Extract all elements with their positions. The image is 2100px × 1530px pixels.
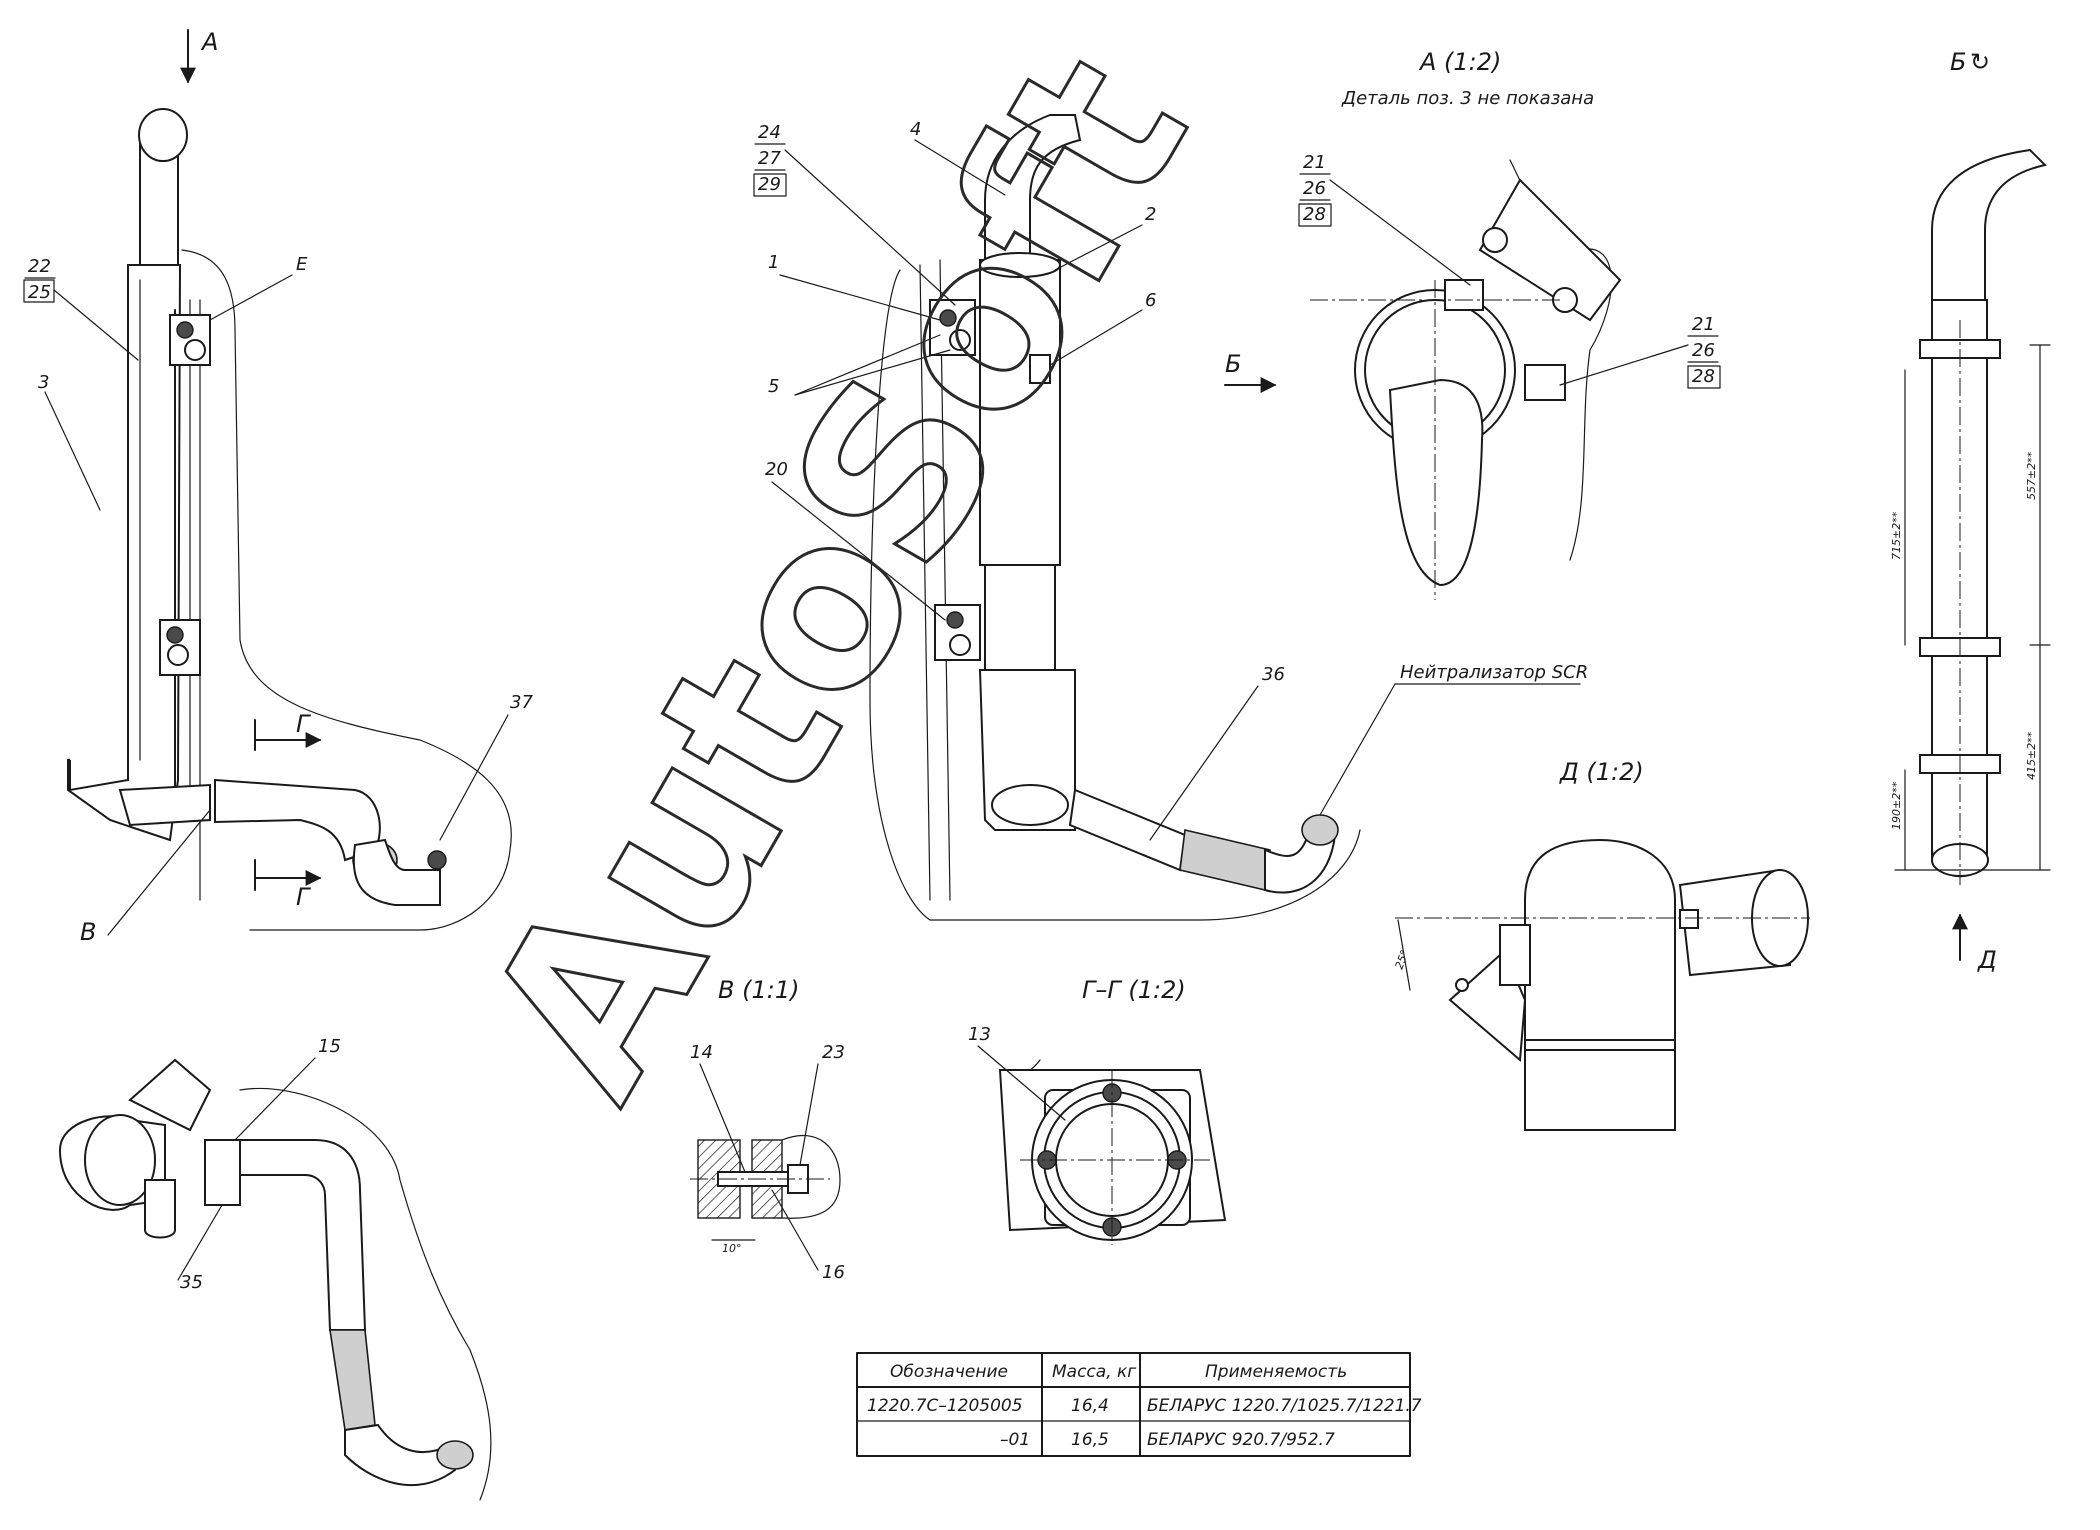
dim-415: 415±2** [2025,731,2038,780]
view-v-detail: В (1:1) 10° 14 23 16 [690,976,845,1283]
callout-21-top: 21 [1303,152,1326,173]
svg-text:↻: ↻ [1970,48,1990,76]
clamp-center-lower [934,604,981,661]
callout-1: 1 [768,252,779,273]
view-a-title: А (1:2) [1418,48,1501,76]
callout-3: 3 [38,372,49,393]
view-g-section: Г–Г (1:2) 13 [968,976,1227,1245]
table-header-mass: Масса, кг [1052,1362,1136,1382]
callout-29: 29 [758,174,781,195]
clamp-upper [169,314,211,366]
table-cell-r2-mass: 16,5 [1071,1430,1109,1450]
bottom-left-view: 15 35 [58,1036,492,1501]
callout-28-top: 28 [1303,204,1326,225]
view-a-detail: А (1:2) Деталь поз. 3 не показана Б 21 2… [1224,48,1721,600]
table-header-applicability: Применяемость [1205,1362,1347,1382]
callout-25: 25 [28,282,51,303]
callout-35: 35 [180,1272,203,1293]
view-d-detail: Д (1:2) 25° [1393,758,1810,1131]
callout-24: 24 [758,122,781,143]
callout-scr: Нейтрализатор SCR [1400,662,1588,683]
view-b-title: Б [1950,48,1966,76]
callout-e: Е [296,254,308,275]
callout-13: 13 [968,1024,991,1045]
callout-2: 2 [1145,204,1156,225]
main-view-center: 24 27 29 4 2 1 6 5 20 36 Нейтрализатор S… [753,114,1588,921]
callout-22: 22 [28,256,51,277]
callout-27: 27 [758,148,781,169]
table-cell-r1-applicability: БЕЛАРУС 1220.7/1025.7/1221.7 [1147,1396,1422,1416]
view-v-title: В (1:1) [718,976,799,1004]
angle-25: 25° [1393,948,1412,971]
callout-21-right: 21 [1692,314,1715,335]
spec-table: Обозначение Масса, кг Применяемость 1220… [856,1352,1422,1457]
marker-g-bottom: Г [296,883,311,911]
callout-37: 37 [510,692,533,713]
main-view-left: А Г Г [23,28,533,946]
view-d-title: Д (1:2) [1559,758,1644,786]
callout-5: 5 [768,376,779,397]
marker-b: Б [1225,350,1241,378]
angle-10: 10° [722,1242,742,1255]
table-cell-r1-designation: 1220.7С–1205005 [867,1396,1023,1416]
marker-a: А [200,28,218,56]
dim-715: 715±2** [1890,511,1903,560]
dim-557: 557±2** [2025,451,2038,500]
view-b: Б ↻ 557±2** 715±2** 415±2** 190±2** Д [1890,48,2051,974]
callout-14: 14 [690,1042,713,1063]
table-header-designation: Обозначение [890,1362,1008,1382]
callout-6: 6 [1145,290,1156,311]
table-cell-r1-mass: 16,4 [1071,1396,1109,1416]
marker-d: Д [1977,946,1997,974]
dim-190: 190±2** [1890,781,1903,830]
callout-26-right: 26 [1692,340,1715,361]
callout-28-right: 28 [1692,366,1715,387]
watermark: AutoSoft [436,14,1239,1138]
callout-16: 16 [822,1262,845,1283]
callout-15: 15 [318,1036,341,1057]
callout-4: 4 [910,119,921,140]
callout-36: 36 [1262,664,1285,685]
table-cell-r2-designation: –01 [1000,1430,1030,1450]
callout-20: 20 [765,459,788,480]
table-cell-r2-applicability: БЕЛАРУС 920.7/952.7 [1147,1430,1335,1450]
view-g-title: Г–Г (1:2) [1082,976,1186,1004]
callout-26-top: 26 [1303,178,1326,199]
marker-g-top: Г [296,710,311,738]
clamp-center-upper [929,299,976,356]
callout-v: В [80,918,96,946]
clamp-lower [159,619,201,676]
view-a-note: Деталь поз. 3 не показана [1341,88,1594,109]
callout-23: 23 [822,1042,845,1063]
